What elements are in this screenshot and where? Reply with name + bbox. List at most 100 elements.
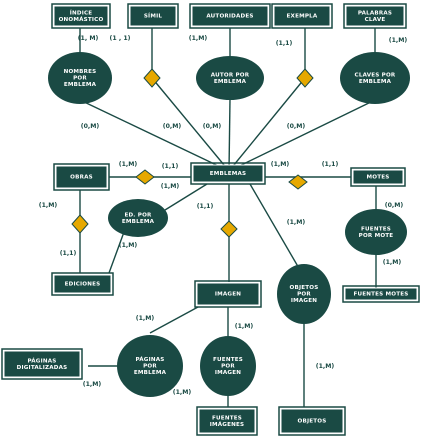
- label-line: AUTOR POR: [211, 72, 250, 78]
- entity-ediciones: EDICIONES: [51, 272, 114, 296]
- entity-simil: SÍMIL: [127, 3, 179, 29]
- entity-motes: MOTES: [350, 167, 406, 187]
- entity-frame: [343, 3, 407, 29]
- cardinality-label: (1,M): [271, 161, 290, 168]
- label-line: IMAGEN: [291, 298, 317, 304]
- entity-box: [345, 5, 405, 27]
- cardinality-text: (1,M): [271, 161, 290, 168]
- label-line: POR MOTE: [359, 233, 394, 239]
- entity-imagen: IMAGEN: [194, 280, 262, 308]
- entity-frame: [51, 272, 114, 296]
- label-line: POR: [73, 76, 87, 82]
- entity-frame: [194, 280, 262, 308]
- label-line: PÁGINAS: [135, 356, 164, 363]
- cardinality-label: (1 , 1): [110, 35, 131, 42]
- label-line: EDICIONES: [65, 282, 101, 288]
- entity-frame: [271, 3, 333, 29]
- cardinality-label: (1,1): [276, 40, 293, 47]
- label-line: ONOMÁSTICO: [59, 16, 104, 23]
- label-line: IMAGEN: [215, 370, 241, 376]
- cardinality-label: (1,M): [83, 381, 102, 388]
- label-line: CLAVE: [365, 17, 386, 23]
- label-line: SÍMIL: [144, 12, 163, 20]
- cardinality-label: (1,M): [136, 315, 155, 322]
- label-line: ÍNDICE: [70, 8, 93, 16]
- entity-fuentes-motes: FUENTES MOTES: [342, 285, 420, 303]
- label-line: FUENTES: [361, 226, 391, 232]
- relation-ellipse: [196, 56, 264, 100]
- label-line: FUENTES: [212, 415, 242, 421]
- cardinality-text: (1,M): [173, 389, 192, 396]
- cardinality-label: (1,M): [161, 183, 180, 190]
- label-line: POR: [221, 364, 235, 370]
- cardinality-label: (0,M): [287, 123, 306, 130]
- cardinality-label: (1,M): [235, 323, 254, 330]
- cardinality-text: (1,M): [383, 259, 402, 266]
- relation-ellipse: [340, 52, 410, 104]
- cardinality-text: (1,M): [119, 161, 138, 168]
- cardinality-text: (1,M): [189, 35, 208, 42]
- entity-box: [352, 169, 404, 185]
- entity-objetos: OBJETOS: [278, 406, 346, 436]
- entity-frame: [51, 3, 111, 29]
- entity-emblemas: EMBLEMAS: [190, 162, 266, 185]
- cardinality-label: (1,M): [383, 259, 402, 266]
- entity-frame: [53, 163, 110, 191]
- cardinality-text: (1,M): [39, 202, 58, 209]
- entity-box: [53, 274, 112, 294]
- entity-box: [280, 408, 344, 434]
- entity-box: [196, 282, 260, 306]
- cardinality-text: (1,1): [276, 40, 293, 47]
- label-line: CLAVES POR: [355, 72, 396, 78]
- label-line: EXEMPLA: [287, 14, 318, 20]
- label-line: MOTES: [367, 175, 390, 181]
- relation-ellipse: [48, 52, 112, 104]
- label-line: OBJETOS: [298, 419, 327, 425]
- cardinality-label: (1,M): [39, 202, 58, 209]
- relation-ellipse: [117, 335, 183, 397]
- entity-box: [3, 350, 81, 378]
- label-line: POR: [143, 364, 157, 370]
- cardinality-text: (0,M): [203, 123, 222, 130]
- relation-ellipse: [108, 199, 168, 237]
- cardinality-label: (1,1): [162, 163, 179, 170]
- label-line: IMAGEN: [215, 292, 241, 298]
- cardinality-label: (0,M): [163, 123, 182, 130]
- cardinality-text: (0,M): [287, 123, 306, 130]
- relation-ellipse: [200, 336, 256, 396]
- cardinality-label: (0,M): [203, 123, 222, 130]
- entity-frame: [189, 3, 271, 29]
- entity-frame: [127, 3, 179, 29]
- cardinality-text: (1,1): [197, 203, 214, 210]
- relationship-diamonds: [71, 68, 314, 238]
- label-line: EMBLEMA: [134, 370, 167, 376]
- label-line: OBRAS: [70, 175, 93, 181]
- entity-frame: [190, 162, 266, 185]
- label-line: ED. POR: [124, 212, 152, 218]
- entity-box: [191, 5, 269, 27]
- relation-ellipse: [345, 209, 407, 255]
- cardinality-text: (1,M): [161, 183, 180, 190]
- entity-frame: [350, 167, 406, 187]
- label-line: AUTORIDADES: [206, 14, 253, 20]
- label-line: PALABRAS: [358, 10, 392, 16]
- cardinality-text: (1,1): [162, 163, 179, 170]
- label-line: NOMBRES: [64, 69, 97, 75]
- cardinality-text: (1 , 1): [110, 35, 131, 42]
- entity-box: [192, 164, 264, 183]
- cardinality-label: (1,M): [119, 242, 138, 249]
- cardinality-text: (1, M): [78, 35, 99, 42]
- label-line: EMBLEMA: [214, 79, 247, 85]
- label-line: OBJETOS: [290, 285, 319, 291]
